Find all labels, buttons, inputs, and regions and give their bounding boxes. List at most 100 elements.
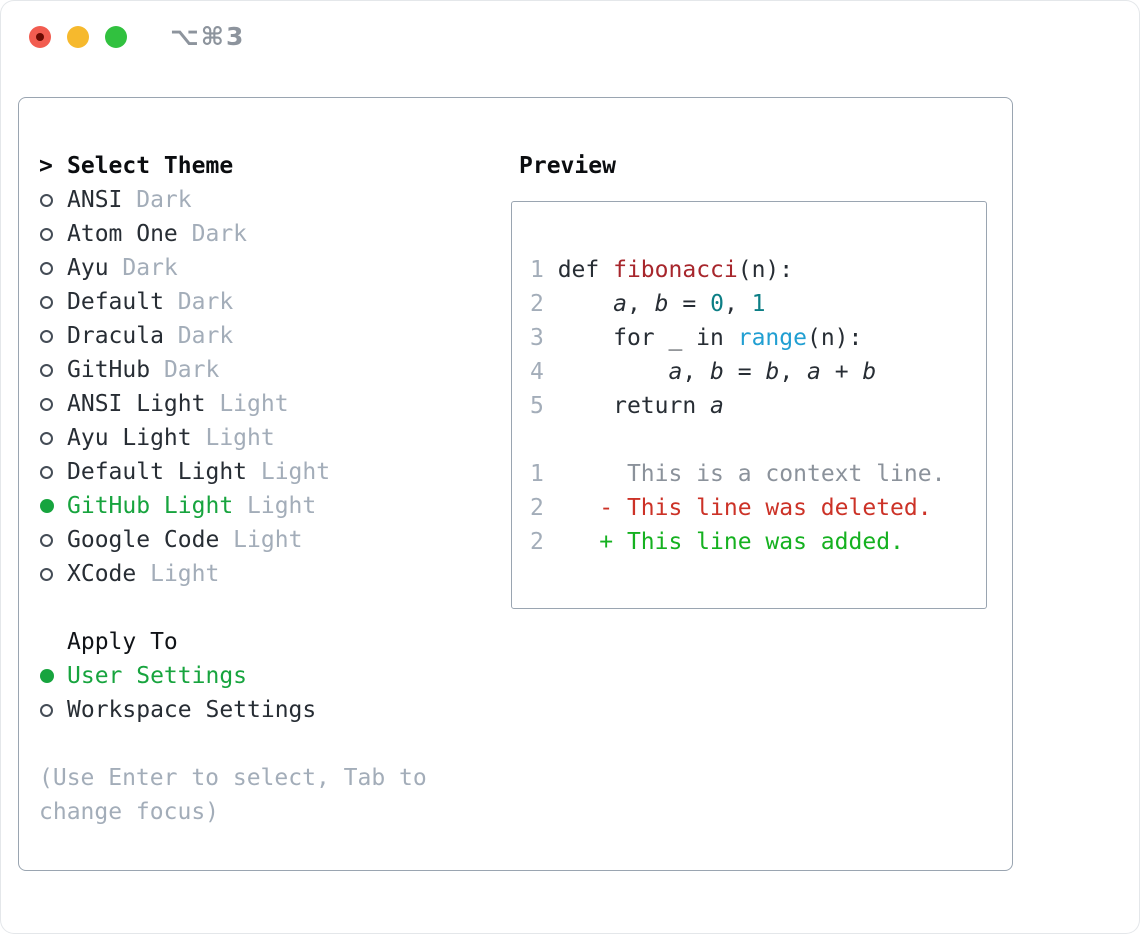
line-number: 2 (530, 495, 544, 521)
line-number: 1 (530, 257, 544, 283)
code-segment: b (710, 359, 724, 385)
code-segment: range (737, 325, 807, 351)
theme-option[interactable]: Default Dark (39, 285, 499, 319)
code-segment: (n): (806, 325, 863, 351)
theme-name: Default Light (67, 459, 248, 485)
theme-variant: Light (205, 391, 289, 417)
line-number: 2 (530, 529, 544, 555)
zoom-button[interactable] (105, 26, 127, 48)
theme-name: Dracula (67, 323, 164, 349)
theme-name: ANSI Light (67, 391, 206, 417)
preview-box: 1 def fibonacci(n): 2 a, b = 0, 1 3 for _ … (511, 201, 987, 609)
theme-option[interactable]: Ayu Light Light (39, 421, 499, 455)
diff-deleted-line: 2 - This line was deleted. (530, 491, 986, 525)
theme-option[interactable]: GitHub Light Light (39, 489, 499, 523)
theme-option[interactable]: GitHub Dark (39, 353, 499, 387)
code-segment: def (543, 257, 614, 283)
theme-name: Atom One (67, 221, 178, 247)
theme-variant: Dark (108, 255, 178, 281)
apply-to-option[interactable]: User Settings (39, 659, 499, 693)
radio-selected-icon (39, 669, 67, 683)
code-segment: 0 (710, 291, 724, 317)
radio-unselected-icon (39, 397, 67, 411)
theme-name: GitHub Light (67, 493, 234, 519)
theme-option[interactable]: Atom One Dark (39, 217, 499, 251)
radio-unselected-icon (39, 533, 67, 547)
code-segment: a (668, 359, 683, 385)
code-segment (544, 291, 613, 317)
code-segment: b (654, 291, 669, 317)
code-segment: for _ in (543, 325, 738, 351)
minimize-button[interactable] (67, 26, 89, 48)
code-segment: a (613, 291, 627, 317)
code-segment (544, 495, 599, 521)
apply-to-option[interactable]: Workspace Settings (39, 693, 499, 727)
theme-name: Ayu (67, 255, 109, 281)
line-number: 3 (530, 325, 544, 351)
preview-title: Preview (519, 153, 616, 179)
theme-name: Default (67, 289, 164, 315)
keyboard-hint: (Use Enter to select, Tab to change focu… (39, 765, 427, 825)
code-segment (544, 359, 669, 385)
code-line: 4 a, b = b, a + b (530, 355, 986, 389)
code-segment: + (820, 359, 863, 385)
code-segment: = (723, 359, 766, 385)
theme-name: Google Code (67, 527, 220, 553)
code-segment (544, 529, 599, 555)
radio-unselected-icon (39, 465, 67, 479)
theme-variant: Dark (163, 289, 234, 315)
apply-to-label: Workspace Settings (67, 697, 317, 723)
theme-name: GitHub (67, 357, 151, 383)
theme-option[interactable]: Dracula Dark (39, 319, 499, 353)
code-line: 1 def fibonacci(n): (530, 253, 986, 287)
theme-variant: Light (247, 459, 331, 485)
code-segment: , (682, 359, 711, 385)
code-segment: , (626, 291, 655, 317)
code-segment (544, 461, 627, 487)
radio-selected-icon (39, 499, 67, 513)
theme-option[interactable]: ANSI Light Light (39, 387, 499, 421)
theme-option[interactable]: Default Light Light (39, 455, 499, 489)
radio-unselected-icon (39, 567, 67, 581)
theme-variant: Dark (122, 187, 192, 213)
spacer (39, 591, 499, 625)
theme-option[interactable]: ANSI Dark (39, 183, 499, 217)
theme-name: Ayu Light (67, 425, 192, 451)
theme-variant: Light (233, 493, 317, 519)
code-segment: b (862, 359, 877, 385)
code-segment: return (543, 393, 711, 419)
cursor-icon: > (39, 153, 53, 179)
blank-line (530, 423, 986, 457)
apply-to-label: User Settings (67, 663, 248, 689)
theme-option[interactable]: Google Code Light (39, 523, 499, 557)
radio-unselected-icon (39, 193, 67, 207)
code-segment: , (779, 359, 808, 385)
radio-unselected-icon (39, 363, 67, 377)
theme-menu-title: Select Theme (67, 153, 234, 179)
radio-unselected-icon (39, 431, 67, 445)
theme-option[interactable]: Ayu Dark (39, 251, 499, 285)
close-button[interactable] (29, 26, 51, 48)
theme-option[interactable]: XCode Light (39, 557, 499, 591)
theme-variant: Light (136, 561, 220, 587)
code-segment: b (765, 359, 780, 385)
preview-pane: Preview 1 def fibonacci(n): 2 a, b = 0, 1… (501, 149, 987, 609)
keyboard-shortcut-label: ⌥⌘3 (170, 22, 246, 51)
code-line: 5 return a (530, 389, 986, 423)
apply-to-title: Apply To (67, 629, 178, 655)
theme-name: ANSI (67, 187, 123, 213)
theme-variant: Dark (163, 323, 234, 349)
window-controls (29, 26, 127, 48)
radio-unselected-icon (39, 329, 67, 343)
code-segment: This is a context line. (626, 461, 946, 487)
radio-unselected-icon (39, 261, 67, 275)
code-segment: - This line was deleted. (599, 495, 932, 521)
code-segment: = (668, 291, 711, 317)
code-segment: (n): (737, 257, 794, 283)
radio-unselected-icon (39, 295, 67, 309)
code-line: 3 for _ in range(n): (530, 321, 986, 355)
code-segment: , (723, 291, 752, 317)
